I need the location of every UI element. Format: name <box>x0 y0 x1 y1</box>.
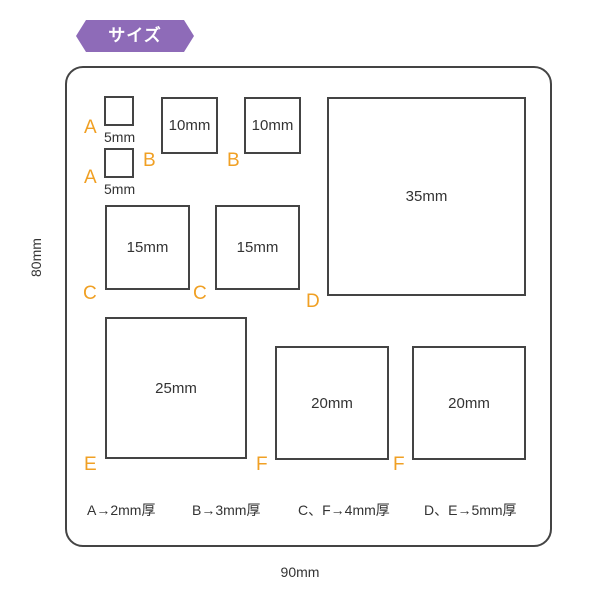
cavity-a-2 <box>104 148 134 178</box>
cavity-d: 35mm <box>327 97 526 296</box>
cavity-e-letter: E <box>84 454 97 475</box>
cavity-e-size: 25mm <box>155 379 197 397</box>
cavity-f-2-letter: F <box>393 454 405 475</box>
cavity-e: 25mm <box>105 317 247 459</box>
cavity-d-size: 35mm <box>405 188 448 205</box>
badge-label: サイズ <box>108 26 162 45</box>
cavity-a-1-letter: A <box>84 117 97 138</box>
cavity-c-2-letter: C <box>193 283 207 304</box>
cavity-b-2-size: 10mm <box>251 117 294 134</box>
cavity-a-2-size: 5mm <box>104 181 136 197</box>
cavity-c-1: 15mm <box>105 205 190 290</box>
cavity-a-1-size: 5mm <box>104 129 136 145</box>
cavity-b-2: 10mm <box>244 97 301 154</box>
cavity-c-2-size: 15mm <box>236 239 279 256</box>
legend-thickness-b: B→3mm厚 <box>192 502 261 518</box>
cavity-c-1-size: 15mm <box>126 239 169 256</box>
width-dimension-label: 90mm <box>280 564 320 580</box>
cavity-f-2-size: 20mm <box>448 394 490 412</box>
legend-thickness-de: D、E→5mm厚 <box>424 502 517 518</box>
cavity-f-1: 20mm <box>275 346 389 460</box>
mold-tray-outline <box>65 66 552 547</box>
cavity-b-2-letter: B <box>227 150 240 171</box>
cavity-b-1: 10mm <box>161 97 218 154</box>
cavity-d-letter: D <box>306 291 320 312</box>
height-dimension-label: 80mm <box>28 238 44 277</box>
cavity-b-1-letter: B <box>143 150 156 171</box>
cavity-c-2: 15mm <box>215 205 300 290</box>
cavity-b-1-size: 10mm <box>168 117 211 134</box>
size-badge: サイズ <box>76 20 194 52</box>
cavity-f-1-size: 20mm <box>311 394 353 412</box>
badge-hexagon-shape <box>76 20 194 52</box>
cavity-a-2-letter: A <box>84 167 97 188</box>
cavity-a-1 <box>104 96 134 126</box>
legend-thickness-cf: C、F→4mm厚 <box>298 502 390 518</box>
legend-thickness-a: A→2mm厚 <box>87 502 156 518</box>
cavity-f-2: 20mm <box>412 346 526 460</box>
cavity-c-1-letter: C <box>83 283 97 304</box>
cavity-f-1-letter: F <box>256 454 268 475</box>
